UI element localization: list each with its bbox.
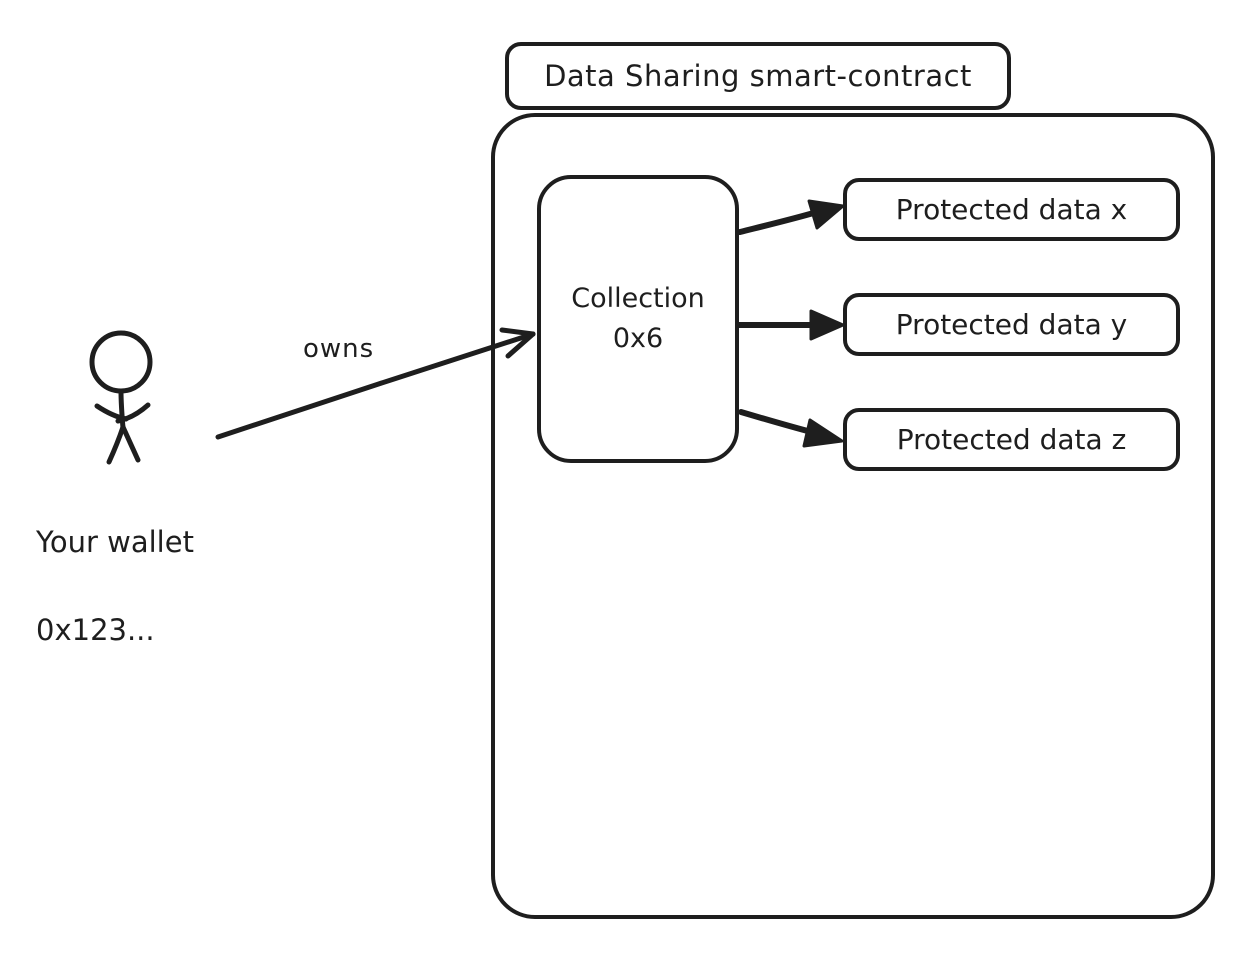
- arrow-collection-to-z: [738, 409, 844, 448]
- wallet-label-line1: Your wallet: [36, 525, 194, 559]
- owns-arrow-label: owns: [303, 334, 375, 364]
- wallet-label-line2: 0x123...: [36, 613, 155, 647]
- stick-figure-icon: [89, 330, 153, 465]
- owns-arrow: [215, 327, 536, 440]
- collection-label: Collection 0x6: [571, 279, 705, 359]
- protected-data-y-label: Protected data y: [895, 308, 1128, 341]
- collection-label-line2: 0x6: [612, 323, 664, 354]
- protected-data-y-box: Protected data y: [843, 293, 1180, 356]
- collection-label-line1: Collection: [571, 283, 705, 314]
- protected-data-z-label: Protected data z: [896, 423, 1127, 456]
- protected-data-x-label: Protected data x: [895, 193, 1128, 226]
- arrow-collection-to-y: [736, 309, 845, 341]
- collection-box: Collection 0x6: [537, 175, 739, 463]
- arrow-collection-to-x: [737, 199, 845, 235]
- protected-data-x-box: Protected data x: [843, 178, 1180, 241]
- smart-contract-container: [491, 113, 1215, 919]
- protected-data-z-box: Protected data z: [843, 408, 1180, 471]
- wallet-label: Your wallet 0x123...: [36, 476, 194, 696]
- smart-contract-title: Data Sharing smart-contract: [544, 59, 972, 93]
- smart-contract-title-box: Data Sharing smart-contract: [505, 42, 1011, 110]
